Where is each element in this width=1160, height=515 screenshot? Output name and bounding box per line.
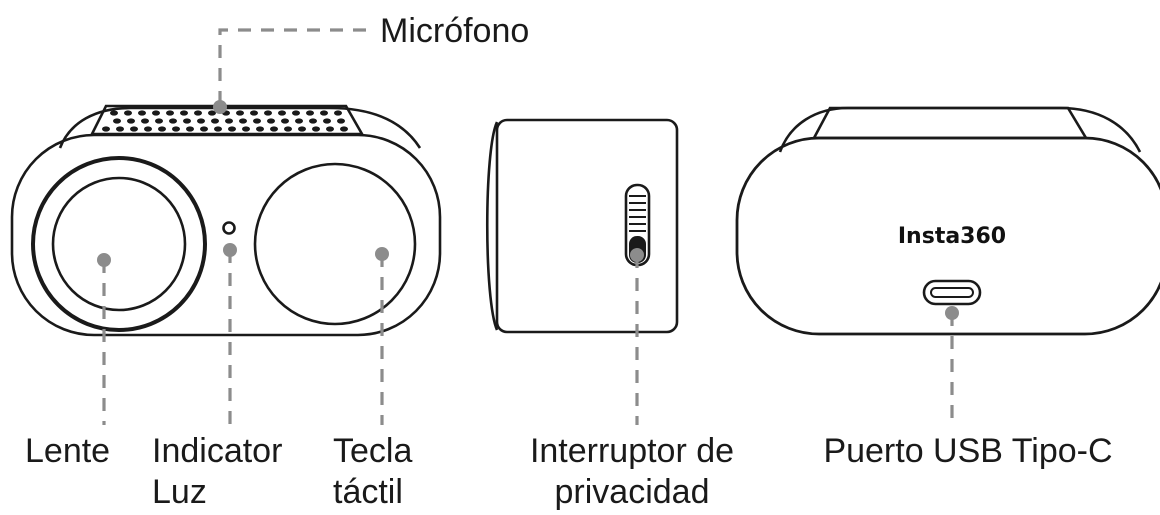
lens-inner-ring: [51, 176, 187, 312]
grill-hole: [309, 118, 317, 124]
grill-hole: [334, 110, 342, 116]
grill-hole: [180, 110, 188, 116]
grill-hole: [127, 118, 135, 124]
label-usb-port: Puerto USB Tipo-C: [823, 432, 1112, 470]
grill-hole: [172, 126, 180, 132]
grill-hole: [253, 118, 261, 124]
grill-hole: [236, 110, 244, 116]
label-indicator-line2: Luz: [152, 473, 207, 511]
back-top-plate: [811, 106, 1089, 140]
grill-hole: [110, 110, 118, 116]
grill-hole: [326, 126, 334, 132]
grill-hole: [113, 118, 121, 124]
grill-hole: [264, 110, 272, 116]
grill-hole: [138, 110, 146, 116]
grill-hole: [281, 118, 289, 124]
grill-hole: [267, 118, 275, 124]
dot-microphone: [213, 100, 227, 114]
grill-hole: [208, 110, 216, 116]
grill-hole: [141, 118, 149, 124]
grill-hole: [211, 118, 219, 124]
grill-hole: [298, 126, 306, 132]
leader-microphone: [218, 28, 370, 104]
grill-hole: [144, 126, 152, 132]
touch-key: [253, 162, 417, 326]
front-body: [10, 133, 442, 337]
grill-hole: [320, 110, 328, 116]
grill-hole: [183, 118, 191, 124]
side-body-back: [485, 121, 499, 331]
grill-hole: [124, 110, 132, 116]
label-lens: Lente: [25, 432, 110, 470]
back-top-housing: [778, 106, 1142, 153]
brand-logo: Insta360: [898, 224, 1006, 249]
grill-hole: [102, 126, 110, 132]
labels: Micrófono Lente Indicator Luz Tecla táct…: [25, 12, 1113, 511]
label-touch-key-line1: Tecla: [333, 432, 412, 470]
dot-touch-key: [375, 247, 389, 261]
grill-hole: [295, 118, 303, 124]
label-microphone: Micrófono: [380, 12, 529, 50]
grill-hole: [312, 126, 320, 132]
grill-hole: [242, 126, 250, 132]
grill-hole: [197, 118, 205, 124]
grill-hole: [186, 126, 194, 132]
grill-hole: [278, 110, 286, 116]
dot-lens: [97, 253, 111, 267]
grill-hole: [323, 118, 331, 124]
usb-c-port-outer: [922, 279, 982, 306]
grill-hole: [214, 126, 222, 132]
front-view: [10, 104, 442, 337]
usb-c-port-inner: [930, 287, 974, 298]
grill-hole: [340, 126, 348, 132]
grill-hole: [306, 110, 314, 116]
grill-hole: [292, 110, 300, 116]
grill-hole: [169, 118, 177, 124]
side-body: [495, 118, 679, 334]
back-view: Insta360: [735, 106, 1160, 336]
front-top-housing: [58, 106, 422, 149]
leader-lines: [97, 28, 959, 425]
dot-indicator: [223, 243, 237, 257]
grill-hole: [152, 110, 160, 116]
back-body: [735, 136, 1160, 336]
label-privacy-switch-line2: privacidad: [555, 473, 710, 511]
grill-hole: [239, 118, 247, 124]
grill-hole: [155, 118, 163, 124]
grill-hole: [166, 110, 174, 116]
grill-hole: [200, 126, 208, 132]
grill-hole: [270, 126, 278, 132]
grill-hole: [256, 126, 264, 132]
microphone-grill: [102, 110, 348, 132]
grill-hole: [194, 110, 202, 116]
grill-hole: [337, 118, 345, 124]
label-indicator-line1: Indicator: [152, 432, 282, 470]
dot-privacy-switch: [630, 248, 644, 262]
grill-hole: [225, 118, 233, 124]
grill-hole: [250, 110, 258, 116]
grill-hole: [228, 126, 236, 132]
label-privacy-switch-line1: Interruptor de: [530, 432, 734, 470]
side-view: [485, 118, 679, 334]
grill-hole: [130, 126, 138, 132]
grill-hole: [116, 126, 124, 132]
indicator-light: [222, 221, 236, 235]
dot-usb-port: [945, 306, 959, 320]
label-touch-key-line2: táctil: [333, 473, 403, 511]
grill-hole: [158, 126, 166, 132]
lens-outer-ring: [31, 156, 207, 332]
privacy-switch-ridges: [629, 195, 646, 232]
grill-hole: [284, 126, 292, 132]
